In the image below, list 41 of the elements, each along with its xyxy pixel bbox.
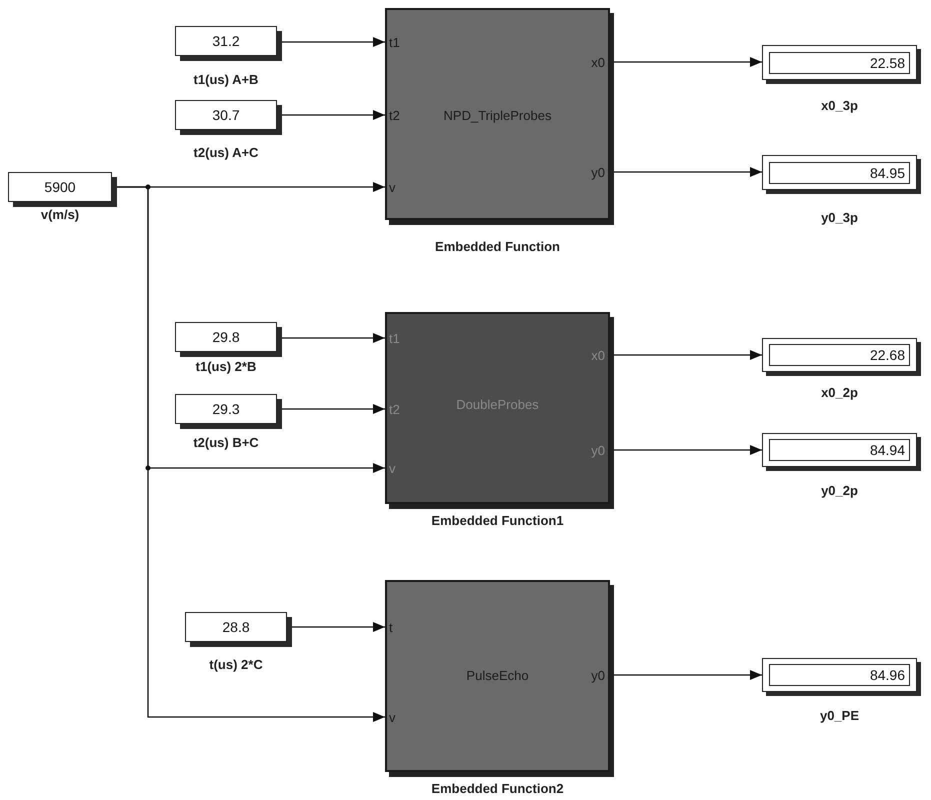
block-label: t2(us) B+C (193, 434, 259, 452)
port-label: v (389, 180, 396, 196)
constant-value: 5900 (44, 178, 76, 196)
port-label: y0 (591, 443, 605, 459)
block-label: y0_PE (820, 707, 860, 725)
constant-value: 28.8 (222, 618, 250, 636)
block-label: t1(us) 2*B (196, 358, 256, 376)
block-label: Embedded Function (435, 238, 560, 256)
display-value: 84.95 (769, 162, 910, 184)
constant-value: 30.7 (212, 106, 240, 124)
block-label: t2(us) A+C (194, 144, 258, 162)
port-label: t1 (389, 35, 400, 51)
display-value: 84.94 (769, 439, 910, 461)
port-label: x0 (591, 55, 605, 71)
block-label: Embedded Function2 (431, 780, 564, 798)
constant-value: 31.2 (212, 32, 240, 50)
function-name: NPD_TripleProbes (444, 108, 552, 124)
port-label: t2 (389, 402, 400, 418)
port-label: x0 (591, 348, 605, 364)
display-value: 84.96 (769, 664, 910, 686)
constant-value: 29.8 (212, 328, 240, 346)
block-label: v(m/s) (40, 206, 80, 224)
block-label: Embedded Function1 (431, 512, 564, 530)
block-label: y0_2p (821, 482, 858, 500)
port-label: y0 (591, 668, 605, 684)
port-label: v (389, 461, 396, 477)
function-name: PulseEcho (466, 668, 529, 684)
port-label: y0 (591, 165, 605, 181)
port-label: t (389, 620, 393, 636)
block-label: x0_3p (821, 97, 858, 115)
port-label: t2 (389, 108, 400, 124)
port-label: t1 (389, 331, 400, 347)
block-label: t1(us) A+B (194, 71, 258, 89)
constant-value: 29.3 (212, 400, 240, 418)
display-value: 22.58 (769, 52, 910, 74)
block-label: y0_3p (821, 209, 858, 227)
function-name: DoubleProbes (456, 397, 539, 413)
display-value: 22.68 (769, 344, 910, 366)
block-label: t(us) 2*C (209, 656, 263, 674)
port-label: v (389, 710, 396, 726)
block-label: x0_2p (821, 384, 858, 402)
